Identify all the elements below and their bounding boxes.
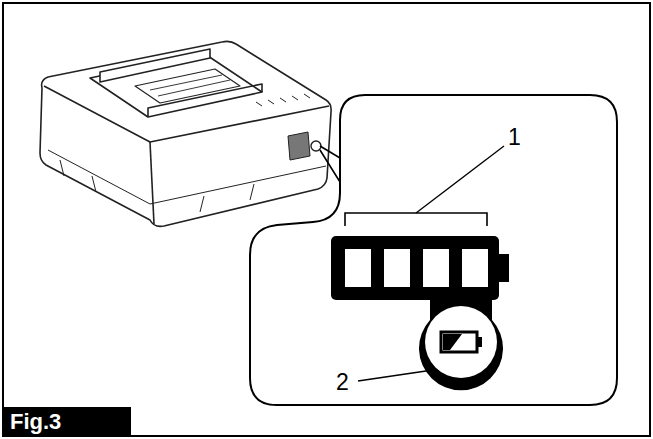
bracket [345, 213, 487, 226]
battery-pack [40, 41, 331, 226]
indicator-window [288, 132, 310, 160]
icon-fill [443, 334, 462, 350]
figure-frame [3, 3, 650, 436]
level-indicator [331, 236, 499, 300]
leader-line [358, 371, 426, 381]
level-lamp [384, 249, 410, 287]
battery-vents [256, 94, 310, 106]
battery-terminals [150, 75, 230, 96]
battery-lower-band [48, 150, 326, 204]
level-lamps [345, 249, 488, 287]
level-lamp [345, 249, 371, 287]
leader-line [416, 146, 504, 213]
check-button [311, 141, 321, 151]
battery-grip-lines [60, 160, 254, 212]
check-button-large [419, 295, 503, 390]
icon-body [441, 332, 477, 352]
battery-front-edge [150, 142, 154, 224]
magnify-bubble [250, 95, 617, 405]
level-lamp [423, 249, 449, 287]
check-button-face [425, 306, 497, 378]
indicator-nub [497, 254, 509, 282]
icon-nub [477, 337, 482, 347]
caption-tab [3, 407, 131, 437]
figure-caption: Fig.3 [10, 411, 61, 433]
level-lamp [462, 249, 488, 287]
battery-outline [40, 41, 331, 226]
battery-rail [148, 84, 262, 117]
callout-number: 1 [508, 126, 521, 149]
magnify-pointer [320, 146, 340, 182]
battery-check-icon [441, 332, 482, 352]
battery-terminal-slot [135, 69, 240, 103]
battery-rail [100, 49, 210, 82]
callout-number: 2 [336, 371, 349, 394]
